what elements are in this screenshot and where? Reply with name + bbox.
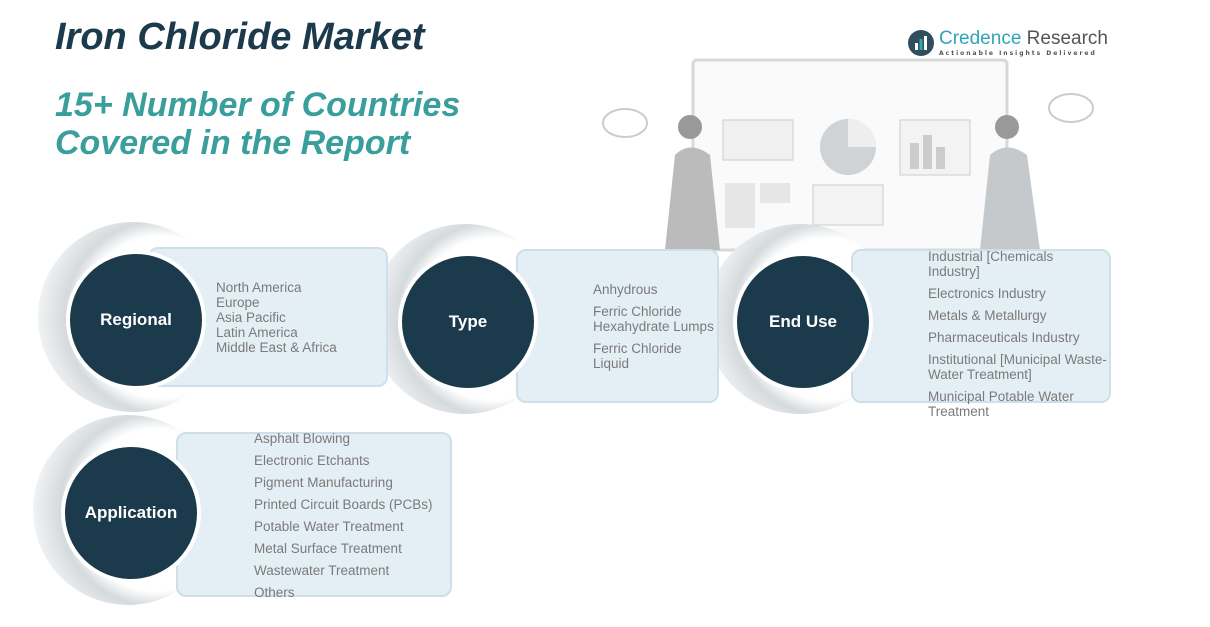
end-use-circle: End Use <box>733 252 873 392</box>
logo-name-2: Research <box>1026 28 1108 49</box>
logo-name-1: Credence <box>939 28 1022 49</box>
regional-label: Regional <box>100 310 172 329</box>
page-title: Iron Chloride Market <box>55 16 425 58</box>
type-label: Type <box>448 312 488 331</box>
application-item: Others <box>254 585 295 600</box>
end-use-item: Municipal Potable Water Treatment <box>928 389 1074 419</box>
application-item: Printed Circuit Boards (PCBs) <box>254 497 433 512</box>
type-circle: Type <box>398 252 538 392</box>
type-item: Anhydrous <box>593 282 658 297</box>
logo-tagline: Actionable Insights Delivered <box>939 50 1097 57</box>
application-panel <box>176 432 452 597</box>
application-item: Asphalt Blowing <box>254 431 351 446</box>
application-circle: Application <box>61 443 201 583</box>
presentation-illustration <box>602 58 1094 252</box>
end-use-item: Pharmaceuticals Industry <box>928 330 1080 345</box>
regional-item: Latin America <box>216 325 298 340</box>
end-use-item: Industrial [Chemicals Industry] <box>928 249 1054 279</box>
end-use-item: Institutional [Municipal Waste-Water Tre… <box>928 352 1107 382</box>
application-item: Potable Water Treatment <box>254 519 404 534</box>
end-use-label: End Use <box>768 312 838 331</box>
end-use-panel <box>851 249 1111 403</box>
end-use-list: Industrial [Chemicals Industry] Electroni… <box>928 249 1108 426</box>
regional-item: North America <box>216 280 302 295</box>
regional-item: Europe <box>216 295 260 310</box>
application-label: Application <box>84 503 178 522</box>
application-item: Wastewater Treatment <box>254 563 390 578</box>
subtitle-line-2: Covered in the Report <box>55 124 411 162</box>
regional-circle: Regional <box>66 250 206 390</box>
logo-icon <box>908 29 934 56</box>
type-item: Ferric Chloride Hexahydrate Lumps <box>593 304 714 334</box>
end-use-item: Metals & Metallurgy <box>928 308 1047 323</box>
regional-item: Asia Pacific <box>216 310 286 325</box>
type-item: Ferric Chloride Liquid <box>593 341 682 371</box>
application-item: Pigment Manufacturing <box>254 475 393 490</box>
end-use-item: Electronics Industry <box>928 286 1046 301</box>
regional-item: Middle East & Africa <box>216 340 337 355</box>
application-item: Metal Surface Treatment <box>254 541 402 556</box>
type-panel <box>516 249 719 403</box>
application-item: Electronic Etchants <box>254 453 370 468</box>
subtitle-line-1: 15+ Number of Countries <box>55 86 461 124</box>
